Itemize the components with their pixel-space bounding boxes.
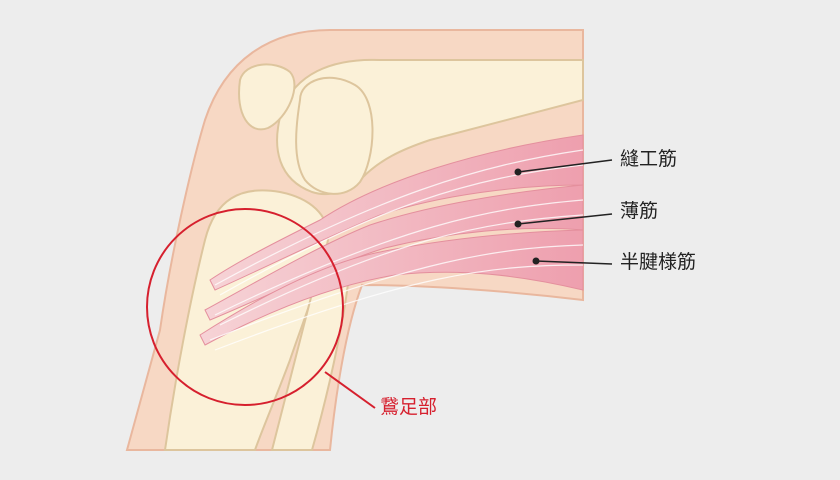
femur-condyle: [295, 76, 374, 195]
pes-anserinus-leader-line: [324, 371, 376, 409]
muscle-fibers: [209, 149, 584, 351]
gracilis-muscle: [204, 184, 584, 321]
label-semitendinosus: 半腱様筋: [620, 251, 697, 273]
sartorius-muscle: [209, 134, 584, 291]
label-sartorius: 縫工筋: [620, 148, 678, 170]
patella-bone: [238, 63, 296, 131]
semitendinosus-muscle: [199, 229, 584, 346]
leader-dots: [514, 168, 540, 265]
label-gracilis: 薄筋: [620, 200, 659, 222]
leader-lines: [517, 159, 613, 265]
label-pes-anserinus: 鵞足部: [380, 396, 438, 418]
pes-anserinus-highlight-circle: [146, 208, 344, 406]
